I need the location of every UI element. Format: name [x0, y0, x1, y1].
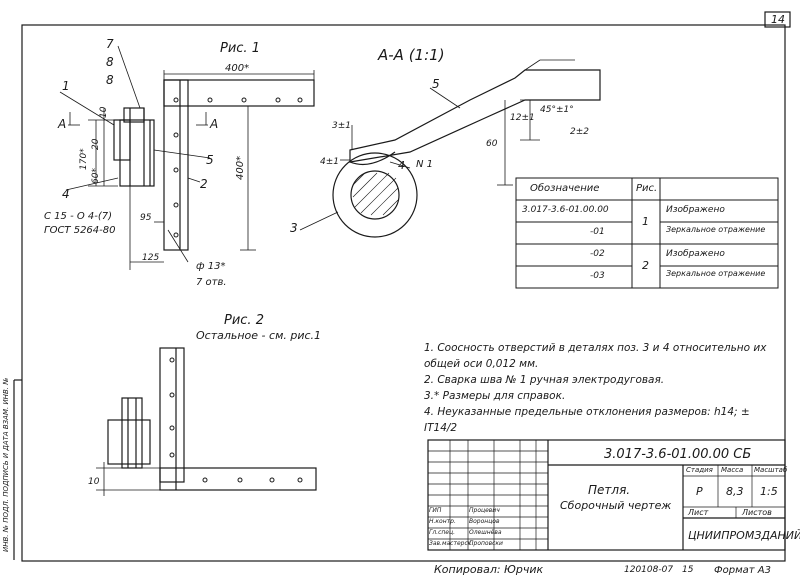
section-mark-right: А	[210, 117, 219, 131]
col-scale: Масштаб	[754, 466, 788, 474]
section-pin	[350, 170, 400, 220]
callout-2: 2	[200, 177, 208, 191]
dim-60: 60*	[91, 168, 101, 184]
dim-125: 125	[142, 253, 160, 263]
table-row2-note1: Изображено	[666, 249, 725, 259]
callout-4: 4	[62, 187, 70, 201]
sheet-label: Лист	[688, 508, 709, 517]
table-row2-note2: Зеркальное отражение	[666, 269, 766, 278]
dim-10: 10	[99, 106, 109, 118]
col-stage: Стадия	[686, 466, 713, 474]
dim-right: 400*	[235, 155, 246, 180]
weld-note: С 15 - Ο 4-(7)	[44, 211, 113, 222]
table-header-fig: Рис.	[636, 183, 658, 194]
part-drawing-type: Сборочный чертеж	[560, 499, 672, 512]
weld-standard: ГОСТ 5264-80	[44, 225, 116, 236]
section-title: А-А (1:1)	[378, 46, 445, 64]
dim-3: 3±1	[332, 121, 351, 131]
variants-table	[515, 177, 779, 289]
dim-95: 95	[140, 213, 152, 223]
dim-2: 2±2	[570, 127, 589, 137]
note-1: 1. Соосность отверстий в деталях поз. 3 …	[424, 342, 767, 370]
fig2-vertical-plate	[159, 347, 185, 483]
callout-1: 1	[62, 79, 70, 93]
callout-5: 5	[206, 153, 214, 167]
sig-role-4: Зав.мастерск.	[429, 540, 474, 547]
format: Формат А3	[714, 565, 771, 576]
fig2-title: Рис. 2	[224, 313, 264, 328]
signer-4: Проповски	[469, 540, 503, 547]
fig2-subtitle: Остальное - см. рис.1	[196, 329, 322, 342]
section-callout-5: 5	[432, 77, 440, 91]
technical-notes: 1. Соосность отверстий в деталях поз. 3 …	[424, 340, 780, 436]
stage-value: Р	[696, 485, 703, 498]
table-row2-fig: 2	[642, 259, 649, 272]
signer-3: Олешнёва	[469, 529, 502, 536]
sig-role-1: ГИП	[429, 507, 442, 514]
section-callout-4: 4	[398, 159, 405, 172]
dim-top: 400*	[225, 63, 250, 74]
section-weld: N 1	[416, 159, 434, 170]
table-header-code: Обозначение	[530, 183, 600, 194]
note-2: 2. Сварка шва № 1 ручная электродуговая.	[424, 374, 665, 386]
table-row2-code: -02	[590, 249, 605, 259]
side-stamp: ИНВ. № ПОДЛ. ПОДПИСЬ И ДАТА ВЗАМ. ИНВ. №	[2, 377, 10, 552]
dim-12: 12±1	[510, 113, 535, 123]
sheet-number: 14	[771, 13, 785, 26]
fig1-title: Рис. 1	[220, 41, 260, 56]
dim-holes: 7 отв.	[196, 277, 227, 288]
footer-sheet: 15	[682, 565, 694, 575]
callout-8: 8	[106, 73, 114, 87]
sig-role-2: Н.контр.	[429, 518, 456, 525]
col-mass: Масса	[721, 466, 744, 474]
section-callout-3: 3	[290, 221, 298, 235]
sig-role-3: Гл.спец.	[429, 529, 455, 536]
fig2-horizontal-plate	[159, 467, 317, 491]
table-row2-code2: -03	[590, 271, 605, 281]
table-row1-code2: -01	[590, 227, 605, 237]
table-row1-fig: 1	[642, 215, 649, 228]
section-mark-left: А	[58, 117, 67, 131]
mass-value: 8,3	[726, 485, 744, 498]
table-row1-note1: Изображено	[666, 205, 725, 215]
callout-7: 8	[106, 55, 114, 69]
scale-value: 1:5	[760, 485, 778, 498]
dim-170: 170*	[79, 148, 89, 170]
sheets-label: Листов	[742, 508, 772, 517]
dim-4: 4±1	[320, 157, 339, 167]
note-3: 3.* Размеры для справок.	[424, 390, 566, 402]
fig2-dim: 10	[88, 477, 100, 487]
dim-section-60: 60	[486, 139, 498, 149]
section-bushing-outer	[332, 152, 418, 238]
callout-6: 7	[106, 37, 114, 51]
sheet-number-box	[764, 11, 791, 28]
table-row1-code: 3.017-3.6-01.00.00	[522, 205, 609, 215]
dim-hole: ф 13*	[196, 261, 226, 272]
dim-20: 20	[91, 138, 101, 150]
fig1-horizontal-plate	[163, 79, 315, 107]
note-4: 4. Неуказанные предельные отклонения раз…	[424, 406, 750, 434]
sheet-frame	[21, 24, 786, 562]
doc-code: 3.017-3.6-01.00.00 СБ	[604, 447, 752, 462]
organization: ЦНИИПРОМЗДАНИЙ	[688, 529, 800, 542]
signer-2: Воронцов	[469, 518, 500, 525]
copied-by: Копировал: Юрчик	[434, 563, 544, 576]
part-name: Петля.	[588, 483, 631, 497]
inventory-number: 120108-07	[624, 565, 674, 575]
signer-1: Процевич	[469, 507, 500, 514]
table-row1-note2: Зеркальное отражение	[666, 225, 766, 234]
dim-angle: 45°±1°	[540, 105, 574, 115]
